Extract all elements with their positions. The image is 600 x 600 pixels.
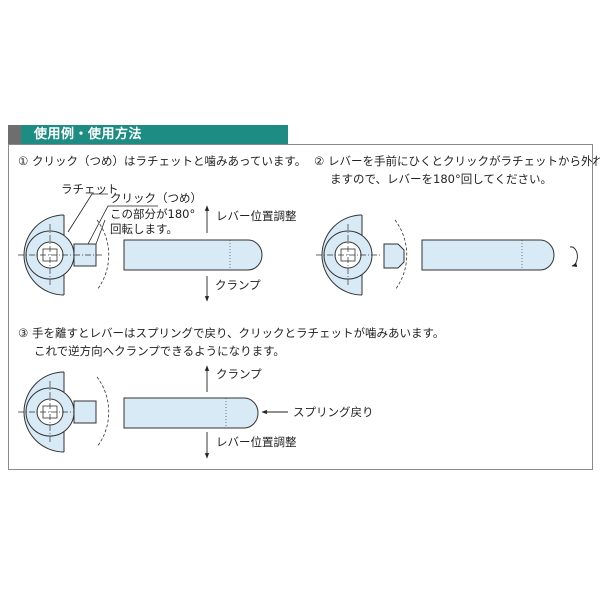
step-1-line-1: クリック（つめ）はラチェットと噛みあっています。: [31, 154, 307, 168]
step-2-text: ② レバーを手前にひくとクリックがラチェットから外れ ますので、レバーを180°…: [314, 152, 600, 188]
step-1-text: ① クリック（つめ）はラチェットと噛みあっています。: [18, 152, 306, 170]
click-leader-1: [87, 205, 158, 245]
section-header: 使用例・使用方法: [8, 125, 288, 144]
diagram-frame: [8, 144, 593, 470]
ratchet-label-1: ラチェット: [61, 182, 119, 196]
rotate-note-line-2: 回転します。: [110, 222, 178, 236]
step-3-text: ③ 手を離すとレバーはスプリングで戻り、クリックとラチェットが噛みあいます。 こ…: [18, 324, 444, 360]
clamp-label-3: クランプ: [216, 367, 262, 381]
click-pawl-3: [73, 400, 97, 424]
click-label-1: クリック（つめ）: [110, 191, 202, 205]
rotate-180-arrow: [569, 246, 578, 267]
step-3-number: ③: [18, 326, 29, 340]
click-pawl-2: [383, 243, 405, 269]
step-2-number: ②: [314, 154, 325, 168]
step-2-line-1: レバーを手前にひくとクリックがラチェットから外れ: [327, 154, 600, 168]
rotate-note-line-1: この部分が180°: [110, 207, 195, 221]
ratchet-assembly-3: [18, 371, 110, 453]
rotate-leader-1: [95, 219, 106, 245]
lever-2: [421, 239, 555, 271]
header-marker: [8, 125, 21, 144]
lever-adjust-label-1: レバー位置調整: [216, 209, 297, 223]
step-1-number: ①: [18, 154, 29, 168]
step-3-line-1: 手を離すとレバーはスプリングで戻り、クリックとラチェットが噛みあいます。: [31, 326, 445, 340]
spring-return-label: スプリング戻り: [293, 405, 374, 419]
step-3-line-2: これで逆方向へクランプできるようになります。: [34, 344, 285, 358]
section-title: 使用例・使用方法: [34, 127, 143, 142]
step-2-line-2: ますので、レバーを180°回してください。: [330, 172, 553, 186]
lever-adjust-label-3: レバー位置調整: [216, 435, 297, 449]
ratchet-assembly-2: [316, 214, 408, 296]
lever-1: [123, 239, 263, 271]
ratchet-assembly-1: [18, 214, 110, 296]
ratchet-leader-1: [67, 193, 108, 233]
clamp-label-1: クランプ: [215, 278, 261, 292]
lever-3: [123, 397, 259, 429]
